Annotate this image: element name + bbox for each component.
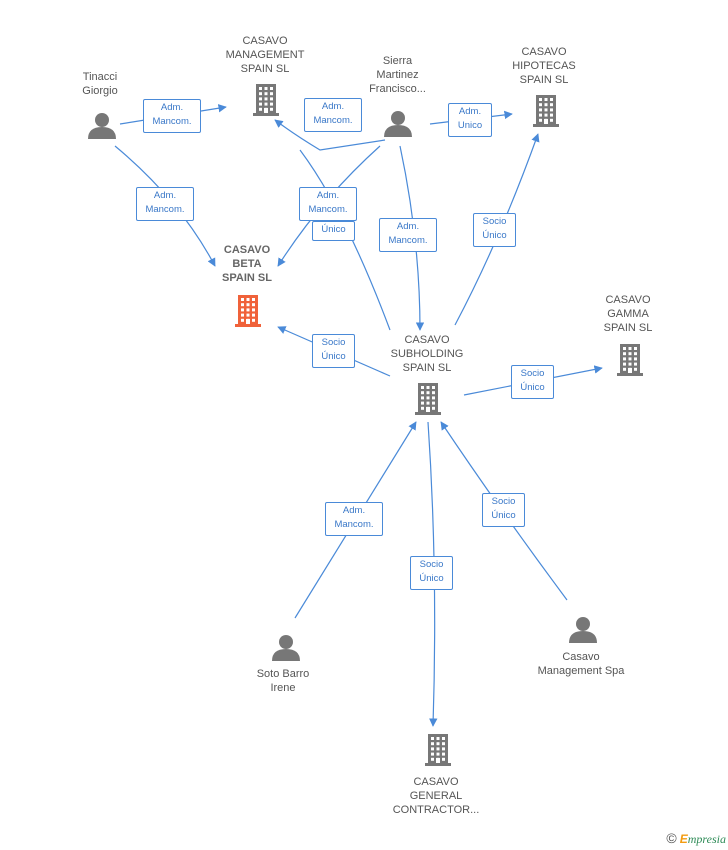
building-icon[interactable] [533,95,559,127]
edge-label[interactable]: Adm. Mancom. [379,218,437,252]
edge-label[interactable]: Socio Único [511,365,554,399]
edge-label[interactable]: Socio Único [473,213,516,247]
edge-label[interactable]: Socio Único [312,334,355,368]
edge-label[interactable]: Socio Único [482,493,525,527]
edge-label[interactable]: Adm. Mancom. [304,98,362,132]
node-label-casavo-gamma[interactable]: CASAVO GAMMA SPAIN SL [603,294,653,334]
edge-label[interactable]: Adm. Mancom. [299,187,357,221]
edge-label[interactable]: Adm. Mancom. [325,502,383,536]
node-label-sierra[interactable]: Sierra Martinez Francisco... [369,55,426,95]
node-label-casavo-hipotecas[interactable]: CASAVO HIPOTECAS SPAIN SL [512,46,576,86]
edge-sierra-to-casavo-management [274,119,386,151]
edge-label[interactable]: Adm. Mancom. [143,99,201,133]
copyright-icon: © [666,830,677,846]
brand-initial: E [679,832,688,846]
node-label-casavo-beta[interactable]: CASAVO BETA SPAIN SL [222,244,272,284]
node-label-tinacci[interactable]: Tinacci Giorgio [82,71,118,97]
building-icon[interactable] [415,383,441,415]
edge-label[interactable]: Adm. Unico [448,103,492,137]
node-label-casavo-subholding[interactable]: CASAVO SUBHOLDING SPAIN SL [390,334,464,374]
person-icon[interactable] [569,617,597,643]
building-icon[interactable] [235,295,261,327]
building-icon[interactable] [617,344,643,376]
edge-label[interactable]: Único [312,221,355,241]
edge-label[interactable]: Socio Único [410,556,453,590]
brand-watermark: ©Empresia [666,830,726,847]
person-icon[interactable] [272,635,300,661]
person-icon[interactable] [384,111,412,137]
node-label-casavo-general[interactable]: CASAVO GENERAL CONTRACTOR... [392,776,480,816]
node-label-casavo-management-spain[interactable]: CASAVO MANAGEMENT SPAIN SL [225,35,305,75]
person-icon[interactable] [88,113,116,139]
building-icon[interactable] [425,734,451,766]
brand-name: mpresia [687,832,726,846]
building-icon[interactable] [253,84,279,116]
node-label-casavo-management-spa[interactable]: Casavo Management Spa [537,651,625,677]
edge-label[interactable]: Adm. Mancom. [136,187,194,221]
node-label-soto-barro[interactable]: Soto Barro Irene [256,668,310,694]
